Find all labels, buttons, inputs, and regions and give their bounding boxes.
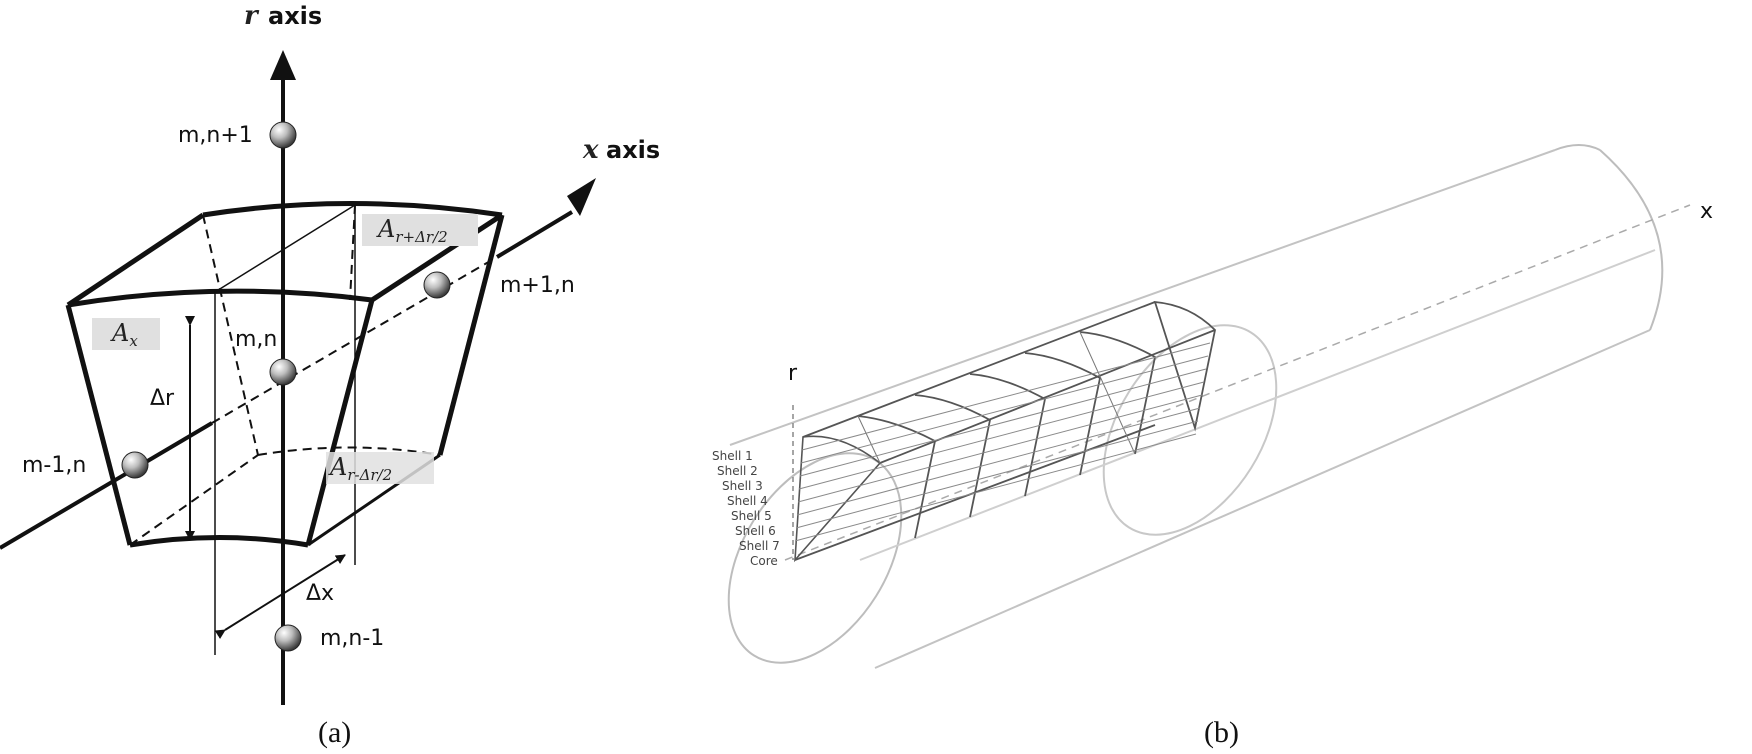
shell-label-6: Shell 6 (735, 524, 776, 538)
node-left (121, 451, 149, 479)
r-axis-word: axis (268, 2, 322, 30)
shell-label-2: Shell 2 (717, 464, 758, 478)
node-center (269, 358, 297, 386)
cylinder-mid-ring (1102, 324, 1278, 536)
cylinder-back-end (1599, 149, 1664, 331)
x-axis-word: axis (606, 136, 660, 164)
cv-hidden-mid (349, 204, 356, 301)
sector-shell-lines (794, 342, 1211, 542)
x-axis-symbol: x (582, 135, 599, 165)
cv-top-right-edge (370, 212, 504, 303)
node-bottom (274, 624, 302, 652)
area-top-label: Ar+Δr/2 (376, 215, 448, 246)
panel-b-caption: (b) (1204, 716, 1239, 749)
cv-front-bottom-edge (129, 535, 309, 548)
node-right (423, 271, 451, 299)
r-label: r (788, 361, 798, 386)
area-ax-box (92, 318, 160, 350)
shell-label-3: Shell 3 (722, 479, 763, 493)
cv-top-back-edge (202, 201, 503, 218)
shell-label-7: Shell 7 (739, 539, 780, 553)
area-ax-label: Ax (110, 319, 138, 350)
cylinder-bottom-edge (874, 329, 1651, 669)
node-top (269, 121, 297, 149)
shell-label-1: Shell 1 (712, 449, 753, 463)
cv-hidden-bottom-left (129, 454, 259, 546)
cylinder-back-arc (1554, 144, 1601, 151)
cv-back-right-edge (437, 214, 505, 456)
cv-mid-top-line (214, 204, 356, 293)
cv-top-left-edge (66, 212, 205, 308)
node-bottom-label: m,n-1 (320, 626, 384, 651)
node-right-label: m+1,n (500, 273, 575, 298)
cv-hidden-back-left (202, 214, 259, 456)
sector-block (794, 300, 1216, 563)
shell-label-core: Core (750, 554, 778, 568)
cylinder-inner-line (859, 249, 1656, 561)
delta-r-label: Δr (150, 386, 175, 411)
x-axis-arrowhead (567, 178, 596, 216)
cv-front-left-edge (65, 304, 133, 546)
area-bottom-box (326, 452, 434, 484)
x-axis-line-back (495, 210, 574, 259)
r-axis-symbol: r (244, 1, 260, 31)
panel-b: x r (712, 144, 1713, 749)
shell-label-4: Shell 4 (727, 494, 768, 508)
area-bottom-label: Ar-Δr/2 (328, 453, 392, 484)
node-center-label: m,n (235, 327, 277, 352)
panel-a: r axis x axis Δr Δx (0, 1, 660, 749)
cylinder-top-edge (729, 149, 1556, 446)
delta-x-label: Δx (306, 581, 334, 606)
delta-x-dimension (214, 554, 346, 640)
node-top-label: m,n+1 (178, 123, 253, 148)
cv-hidden-bottom-back (257, 446, 441, 456)
node-left-label: m-1,n (22, 453, 86, 478)
shell-label-5: Shell 5 (731, 509, 772, 523)
panel-a-caption: (a) (318, 716, 351, 749)
cv-front-right-edge (305, 299, 375, 546)
x-axis-line-front (0, 421, 214, 550)
area-top-box (362, 214, 478, 246)
r-axis-arrowhead (270, 50, 296, 80)
x-label: x (1700, 199, 1713, 224)
